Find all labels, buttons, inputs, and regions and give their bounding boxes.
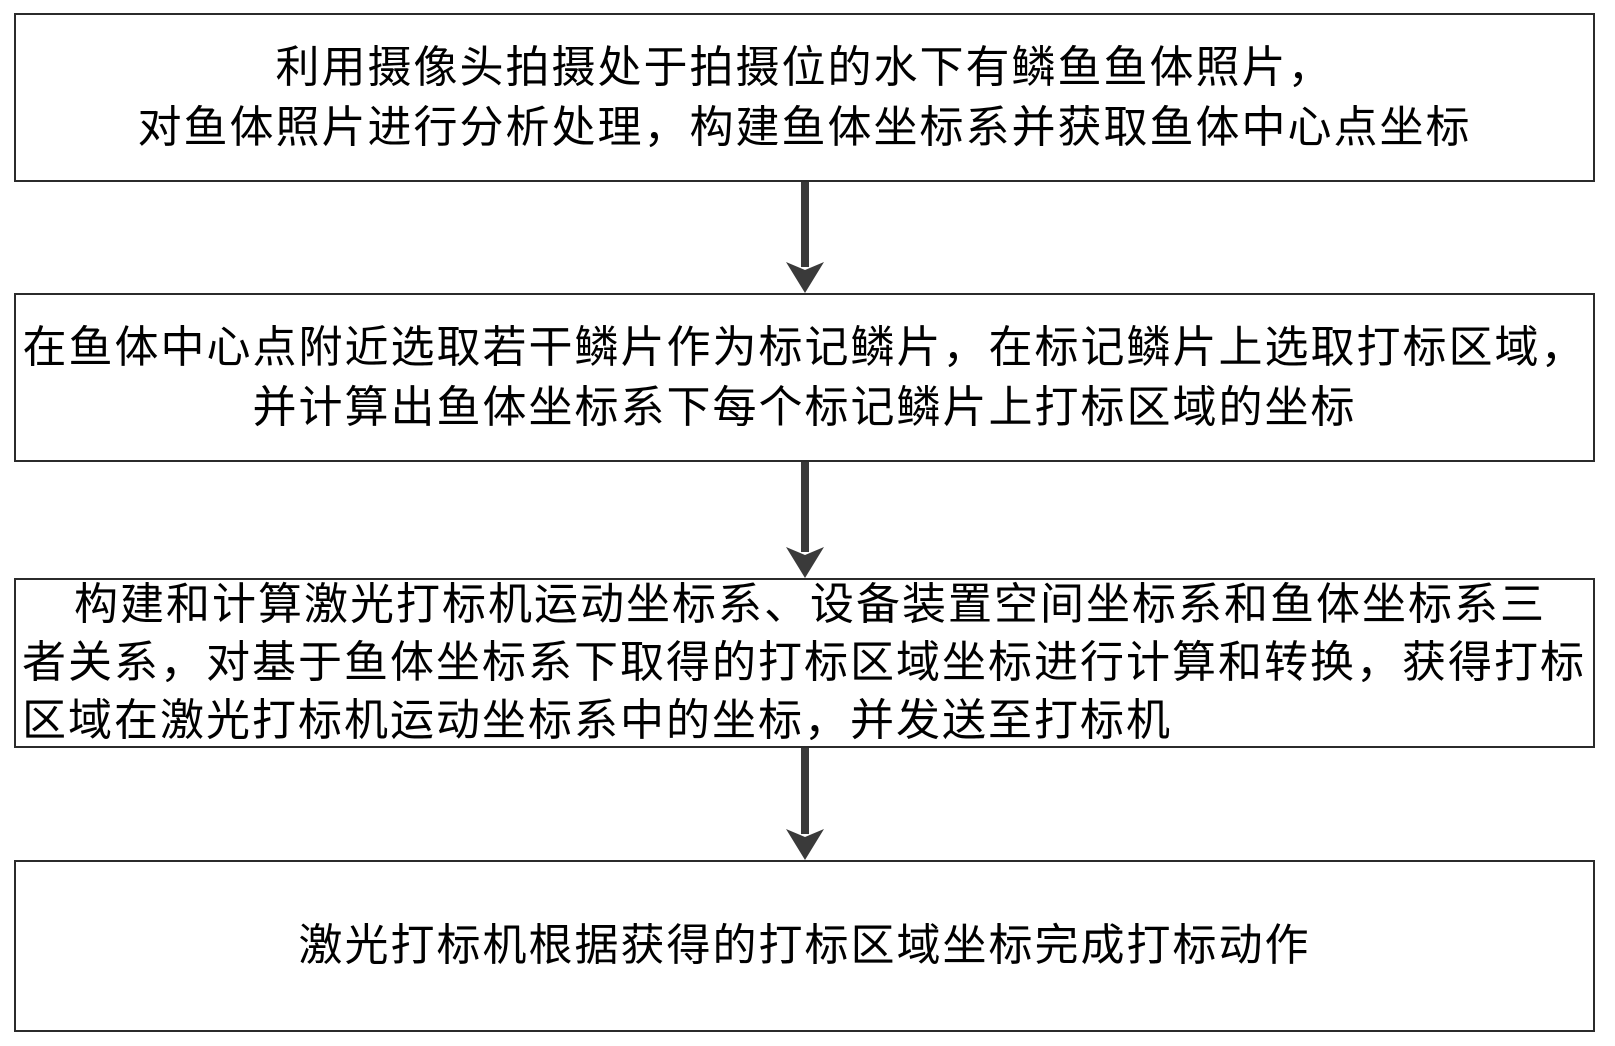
flow-step-1-line-1: 利用摄像头拍摄处于拍摄位的水下有鳞鱼鱼体照片，: [275, 42, 1334, 92]
flow-step-4-line-1: 激光打标机根据获得的打标区域坐标完成打标动作: [298, 921, 1311, 970]
flow-step-2-line-2: 并计算出鱼体坐标系下每个标记鳞片上打标区域的坐标: [252, 382, 1357, 432]
arrow-shaft: [801, 462, 809, 552]
arrow-shaft: [801, 748, 809, 834]
flow-step-2-line-1: 在鱼体中心点附近选取若干鳞片作为标记鳞片，在标记鳞片上选取打标区域，: [22, 322, 1587, 372]
flow-step-2: 在鱼体中心点附近选取若干鳞片作为标记鳞片，在标记鳞片上选取打标区域， 并计算出鱼…: [14, 293, 1595, 462]
flow-step-4: 激光打标机根据获得的打标区域坐标完成打标动作: [14, 860, 1595, 1032]
arrow-head: [786, 829, 824, 860]
flow-step-1: 利用摄像头拍摄处于拍摄位的水下有鳞鱼鱼体照片， 对鱼体照片进行分析处理，构建鱼体…: [14, 13, 1595, 182]
arrow-down-icon: [786, 182, 824, 293]
arrow-shaft: [801, 182, 809, 267]
arrow-down-icon: [786, 462, 824, 578]
flow-step-3-line-1: 构建和计算激光打标机运动坐标系、设备装置空间坐标系和鱼体坐标系三: [74, 580, 1546, 629]
arrow-head: [786, 547, 824, 578]
flow-step-3-line-3: 区域在激光打标机运动坐标系中的坐标，并发送至打标机: [22, 696, 1172, 745]
flow-step-3-line-2: 者关系，对基于鱼体坐标系下取得的打标区域坐标进行计算和转换，获得打标: [22, 638, 1586, 687]
arrow-down-icon: [786, 748, 824, 860]
arrow-head: [786, 262, 824, 293]
flow-step-3: 构建和计算激光打标机运动坐标系、设备装置空间坐标系和鱼体坐标系三 者关系，对基于…: [14, 578, 1595, 748]
flow-step-1-line-2: 对鱼体照片进行分析处理，构建鱼体坐标系并获取鱼体中心点坐标: [137, 102, 1472, 152]
